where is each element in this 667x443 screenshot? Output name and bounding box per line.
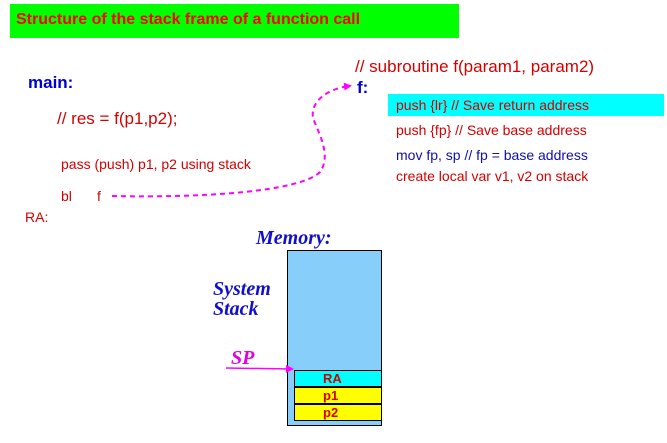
push-params-line: pass (push) p1, p2 using stack: [61, 156, 251, 172]
title-banner: [10, 4, 459, 38]
instruction-mov-fp: mov fp, sp // fp = base address: [396, 147, 588, 163]
system-stack-label-line1: System: [213, 278, 271, 300]
stack-cell-ra: RA: [294, 370, 382, 387]
stack-cell-p2: p2: [294, 404, 382, 421]
instruction-push-fp: push {fp} // Save base address: [396, 122, 587, 138]
call-arrow: [111, 82, 352, 198]
call-comment: // res = f(p1,p2);: [57, 109, 178, 128]
system-stack-label-line2: Stack: [213, 298, 259, 320]
sp-label: SP: [231, 347, 255, 369]
return-address-label: RA:: [25, 209, 49, 225]
subroutine-label: f:: [357, 78, 369, 97]
stack-cell-p1: p1: [294, 387, 382, 404]
subroutine-comment: // subroutine f(param1, param2): [355, 57, 595, 76]
instruction-local-vars: create local var v1, v2 on stack: [396, 168, 589, 184]
main-label: main:: [28, 73, 74, 92]
bl-target: f: [97, 188, 101, 204]
diagram-title: Structure of the stack frame of a functi…: [16, 11, 361, 28]
bl-instruction: bl: [61, 188, 72, 204]
memory-title: Memory:: [256, 227, 332, 249]
instruction-push-lr: push {lr} // Save return address: [396, 97, 589, 113]
sp-arrow: [225, 364, 294, 373]
highlighted-instruction-bg: [388, 94, 664, 116]
